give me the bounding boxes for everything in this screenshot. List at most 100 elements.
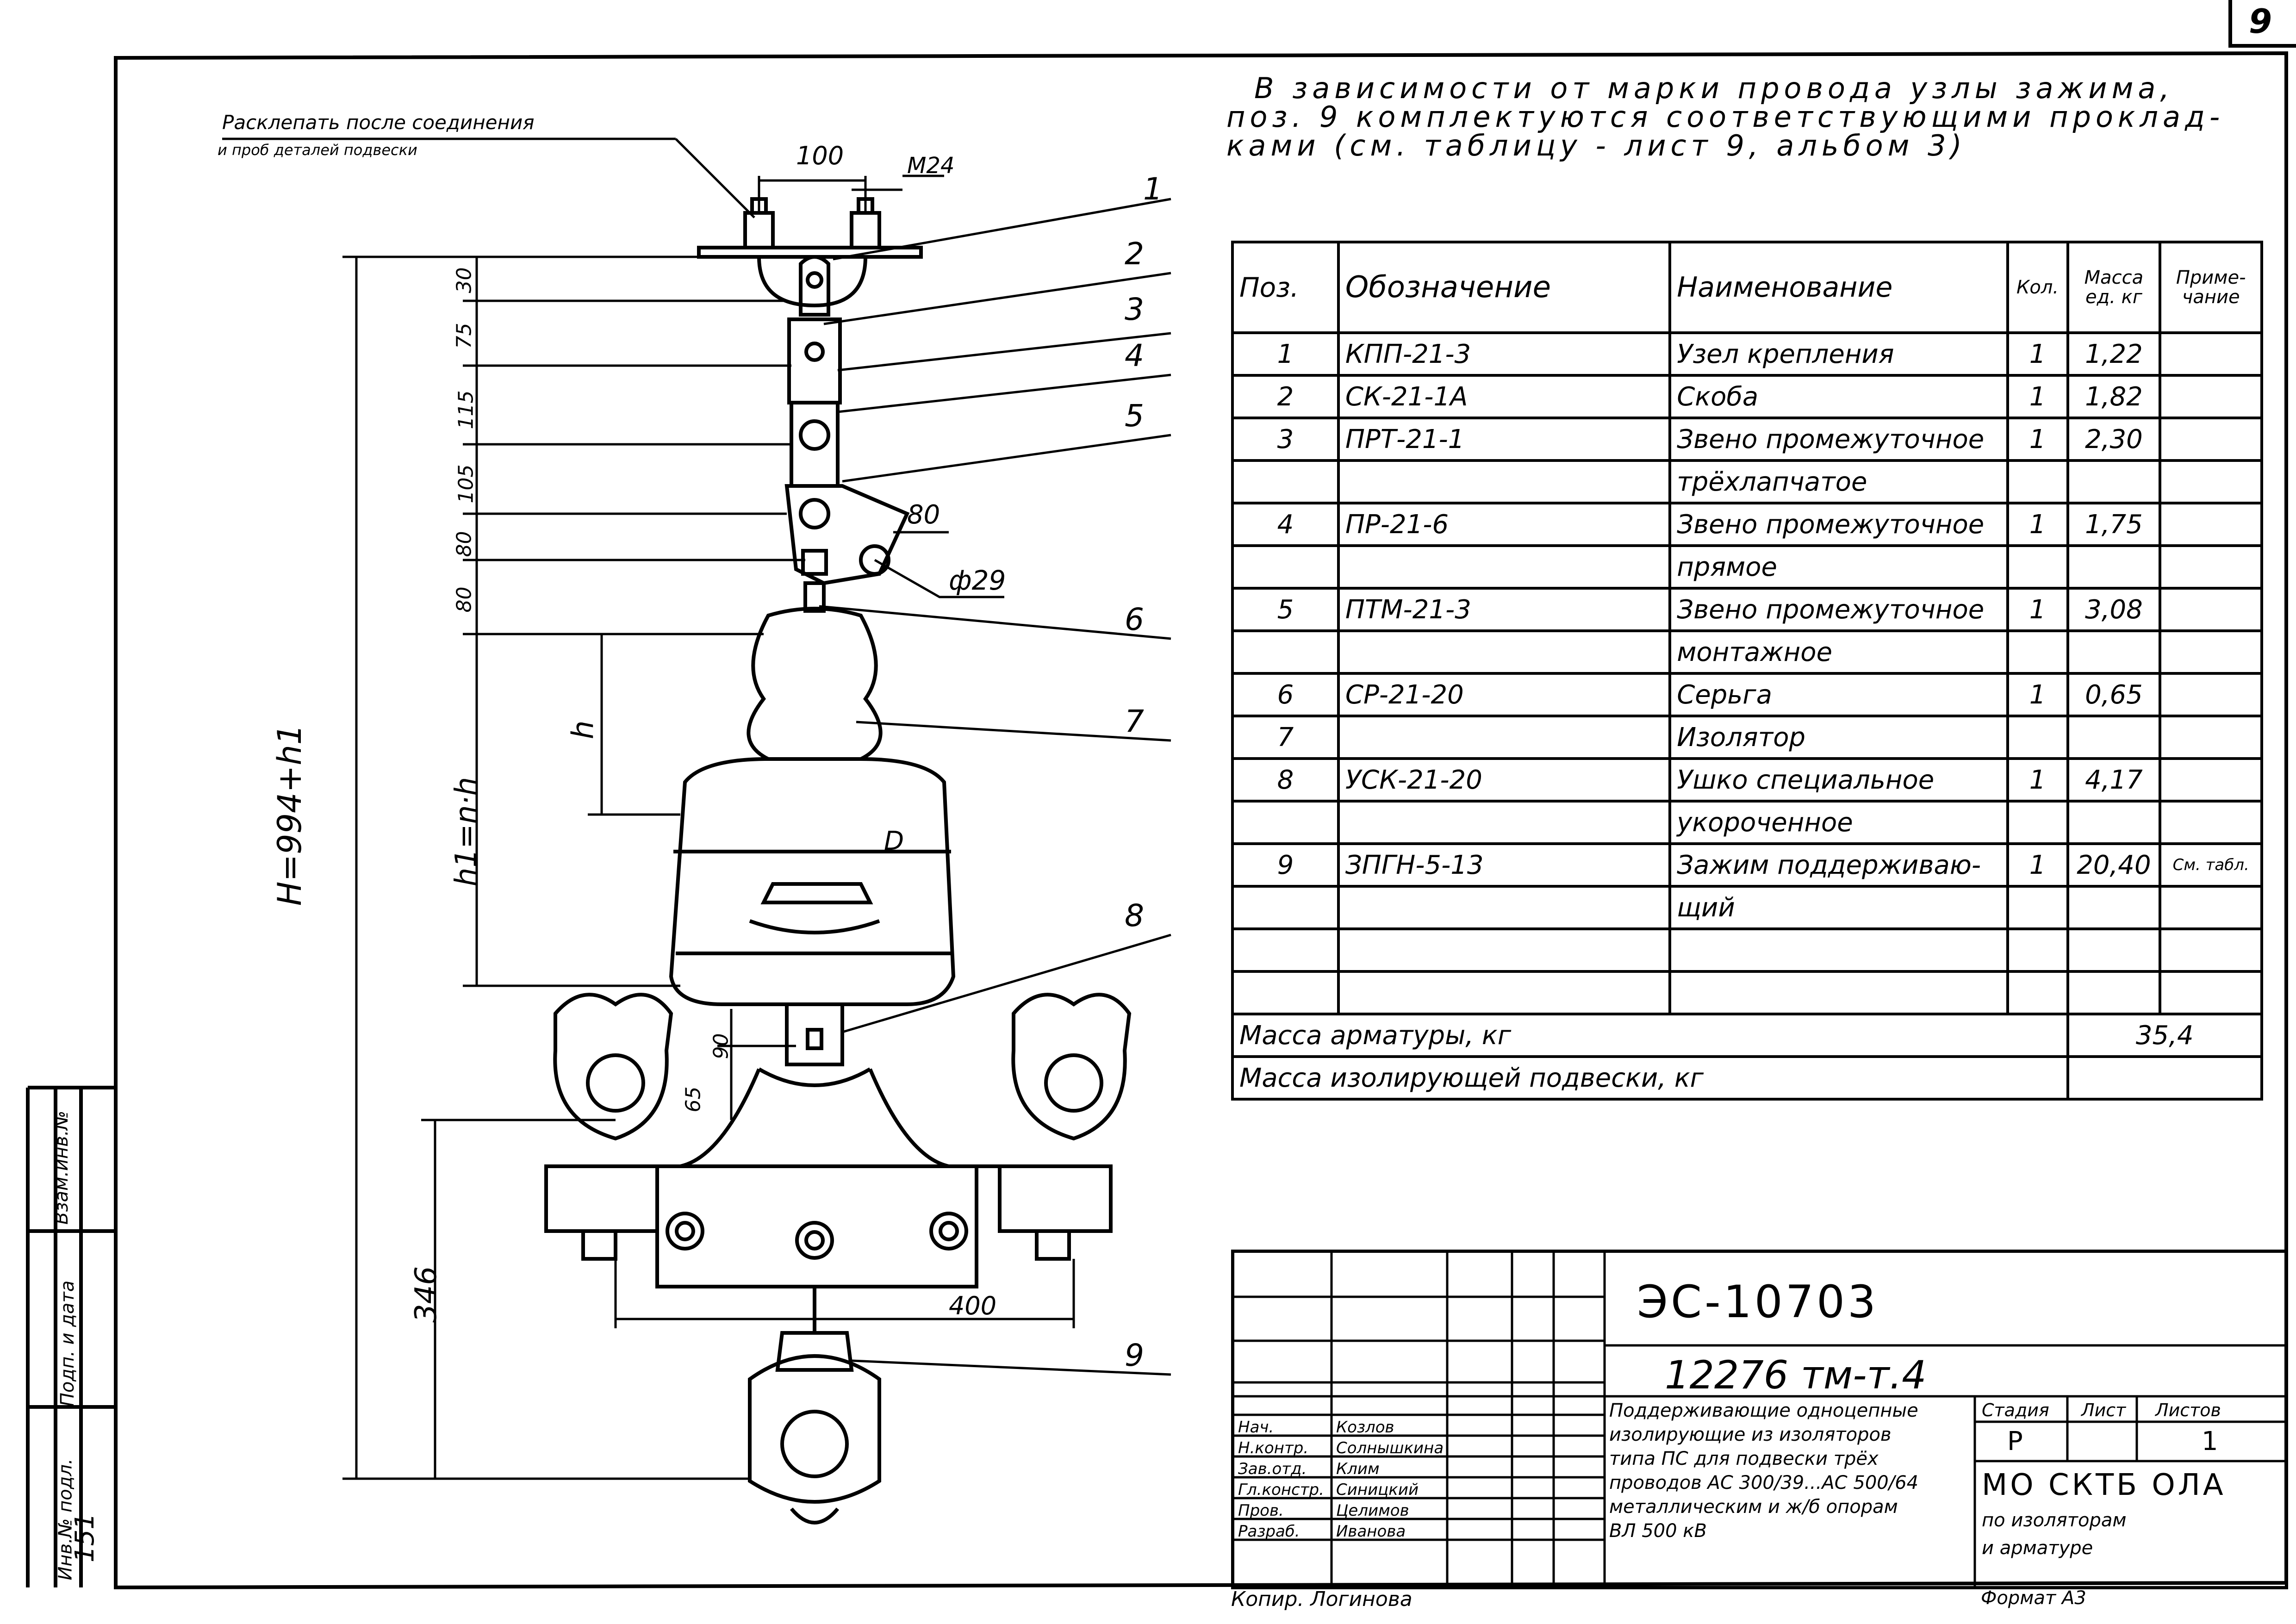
sheets-value: 1	[2202, 1426, 2218, 1456]
cell-pos	[1231, 544, 1340, 590]
yoke-arms	[555, 1067, 1078, 1168]
cell-qty: 1	[2006, 331, 2069, 377]
cell-mass: 20,40	[2066, 842, 2162, 888]
signature-role: Зав.отд.	[1238, 1460, 1307, 1478]
signature-name: Солнышкина	[1336, 1439, 1444, 1457]
signature-role: Н.контр.	[1238, 1439, 1309, 1457]
cell-qty	[2006, 927, 2069, 973]
cell-pos: 4	[1231, 502, 1340, 547]
bolt-right	[842, 197, 889, 249]
signature-row: Нач.Козлов	[1234, 1417, 1605, 1438]
drawing-note: В зависимости от марки провода узлы зажи…	[1226, 74, 2245, 160]
stage-value: Р	[2007, 1426, 2023, 1456]
sheet-number-box: 9	[2228, 0, 2296, 48]
cell-note	[2159, 885, 2263, 930]
pos-label-4: 4	[1125, 338, 1144, 373]
cell-pos: 5	[1231, 587, 1340, 632]
cell-qty: 1	[2006, 502, 2069, 547]
sheet-label: Лист	[2081, 1400, 2126, 1420]
table-row: монтажное	[1231, 629, 2263, 675]
cell-note	[2159, 459, 2263, 504]
table-row	[1231, 927, 2263, 973]
cell-mass	[2066, 927, 2162, 973]
header-mass: Масса ед. кг	[2066, 241, 2162, 334]
replace-label: Взам.инв.№	[51, 1110, 73, 1225]
vert-dim-75: 75	[452, 323, 476, 349]
dim-80: 80	[907, 500, 940, 530]
cell-qty	[2006, 629, 2069, 675]
cell-pos: 6	[1231, 672, 1340, 717]
cell-mass: 1,82	[2066, 374, 2162, 419]
signature-row: Зав.отд. Клим	[1234, 1459, 1605, 1480]
u-bracket	[757, 256, 867, 308]
pos-label-7: 7	[1125, 703, 1144, 739]
clamp-bottom	[748, 1287, 881, 1504]
cell-mass	[2066, 970, 2162, 1015]
cell-name: Изолятор	[1668, 715, 2009, 760]
cell-name: Серьга	[1668, 672, 2009, 717]
pos-label-9: 9	[1125, 1338, 1144, 1373]
signature-row: Гл.констр.Синицкий	[1234, 1480, 1605, 1500]
vert-dim-105: 105	[454, 464, 478, 504]
cell-qty	[2006, 800, 2069, 845]
table-row: трёхлапчатое	[1231, 459, 2263, 504]
cell-pos	[1231, 800, 1340, 845]
pos-label-3: 3	[1125, 292, 1144, 327]
description-line: Поддерживающие одноцепные	[1609, 1400, 1918, 1421]
cell-mass	[2066, 800, 2162, 845]
signature-name: Козлов	[1336, 1418, 1394, 1437]
dim-90: 90	[709, 1033, 733, 1059]
cell-qty	[2006, 715, 2069, 760]
spec-table: Поз. Обозначение Наименование Кол. Масса…	[1231, 241, 2263, 1101]
cell-mass	[2066, 715, 2162, 760]
cell-mass: 1,75	[2066, 502, 2162, 547]
cell-pos	[1231, 459, 1340, 504]
signature-role: Пров.	[1238, 1501, 1284, 1520]
yoke-plate	[655, 1164, 978, 1288]
dim-phi29: ф29	[949, 565, 1006, 596]
insulator-cap	[747, 607, 883, 761]
cell-qty: 1	[2006, 587, 2069, 632]
mass-fittings-value: 35,4	[2066, 1013, 2263, 1058]
cell-name: Ушко специальное	[1668, 757, 2009, 803]
signature-name: Клим	[1336, 1460, 1380, 1478]
cell-mass	[2066, 459, 2162, 504]
cell-designation: ПР-21-6	[1337, 502, 1672, 547]
cell-pos	[1231, 970, 1340, 1015]
cell-name: монтажное	[1668, 629, 2009, 675]
description-line: изолирующие из изоляторов	[1609, 1424, 1892, 1445]
header-note: Приме- чание	[2159, 241, 2263, 334]
cell-mass: 1,22	[2066, 331, 2162, 377]
sign-label: Подп. и дата	[57, 1280, 79, 1407]
cell-mass: 2,30	[2066, 417, 2162, 462]
cell-mass	[2066, 629, 2162, 675]
cell-note	[2159, 757, 2263, 803]
cell-mass: 4,17	[2066, 757, 2162, 803]
cell-qty: 1	[2006, 374, 2069, 419]
note-line-1: В зависимости от марки провода узлы зажи…	[1254, 71, 2174, 105]
inv-no-value: 151	[69, 1513, 100, 1562]
cell-name: прямое	[1668, 544, 2009, 590]
cell-note	[2159, 629, 2263, 675]
cell-note	[2159, 587, 2263, 632]
cell-designation: СК-21-1А	[1337, 374, 1672, 419]
org-sub-2: и арматуре	[1982, 1537, 2093, 1559]
cell-designation	[1337, 715, 1672, 760]
vert-dim-30: 30	[452, 267, 476, 293]
insulator-shed	[669, 757, 956, 1006]
header-designation: Обозначение	[1337, 241, 1672, 334]
dim-H: H=994+h1	[271, 724, 309, 906]
title-description: Поддерживающие одноцепные изолирующие из …	[1609, 1399, 1970, 1543]
title-block: ЭС-10703 12276 тм-т.4 Поддерживающие одн…	[1231, 1250, 2288, 1589]
stage-label: Стадия	[1982, 1400, 2049, 1420]
cell-designation	[1337, 544, 1672, 590]
header-pos: Поз.	[1231, 241, 1340, 334]
sheets-label: Листов	[2155, 1400, 2221, 1420]
doc-sub: 12276 тм-т.4	[1665, 1352, 1927, 1398]
pos-label-8: 8	[1125, 898, 1144, 933]
table-row: щий	[1231, 885, 2263, 930]
cell-designation	[1337, 800, 1672, 845]
